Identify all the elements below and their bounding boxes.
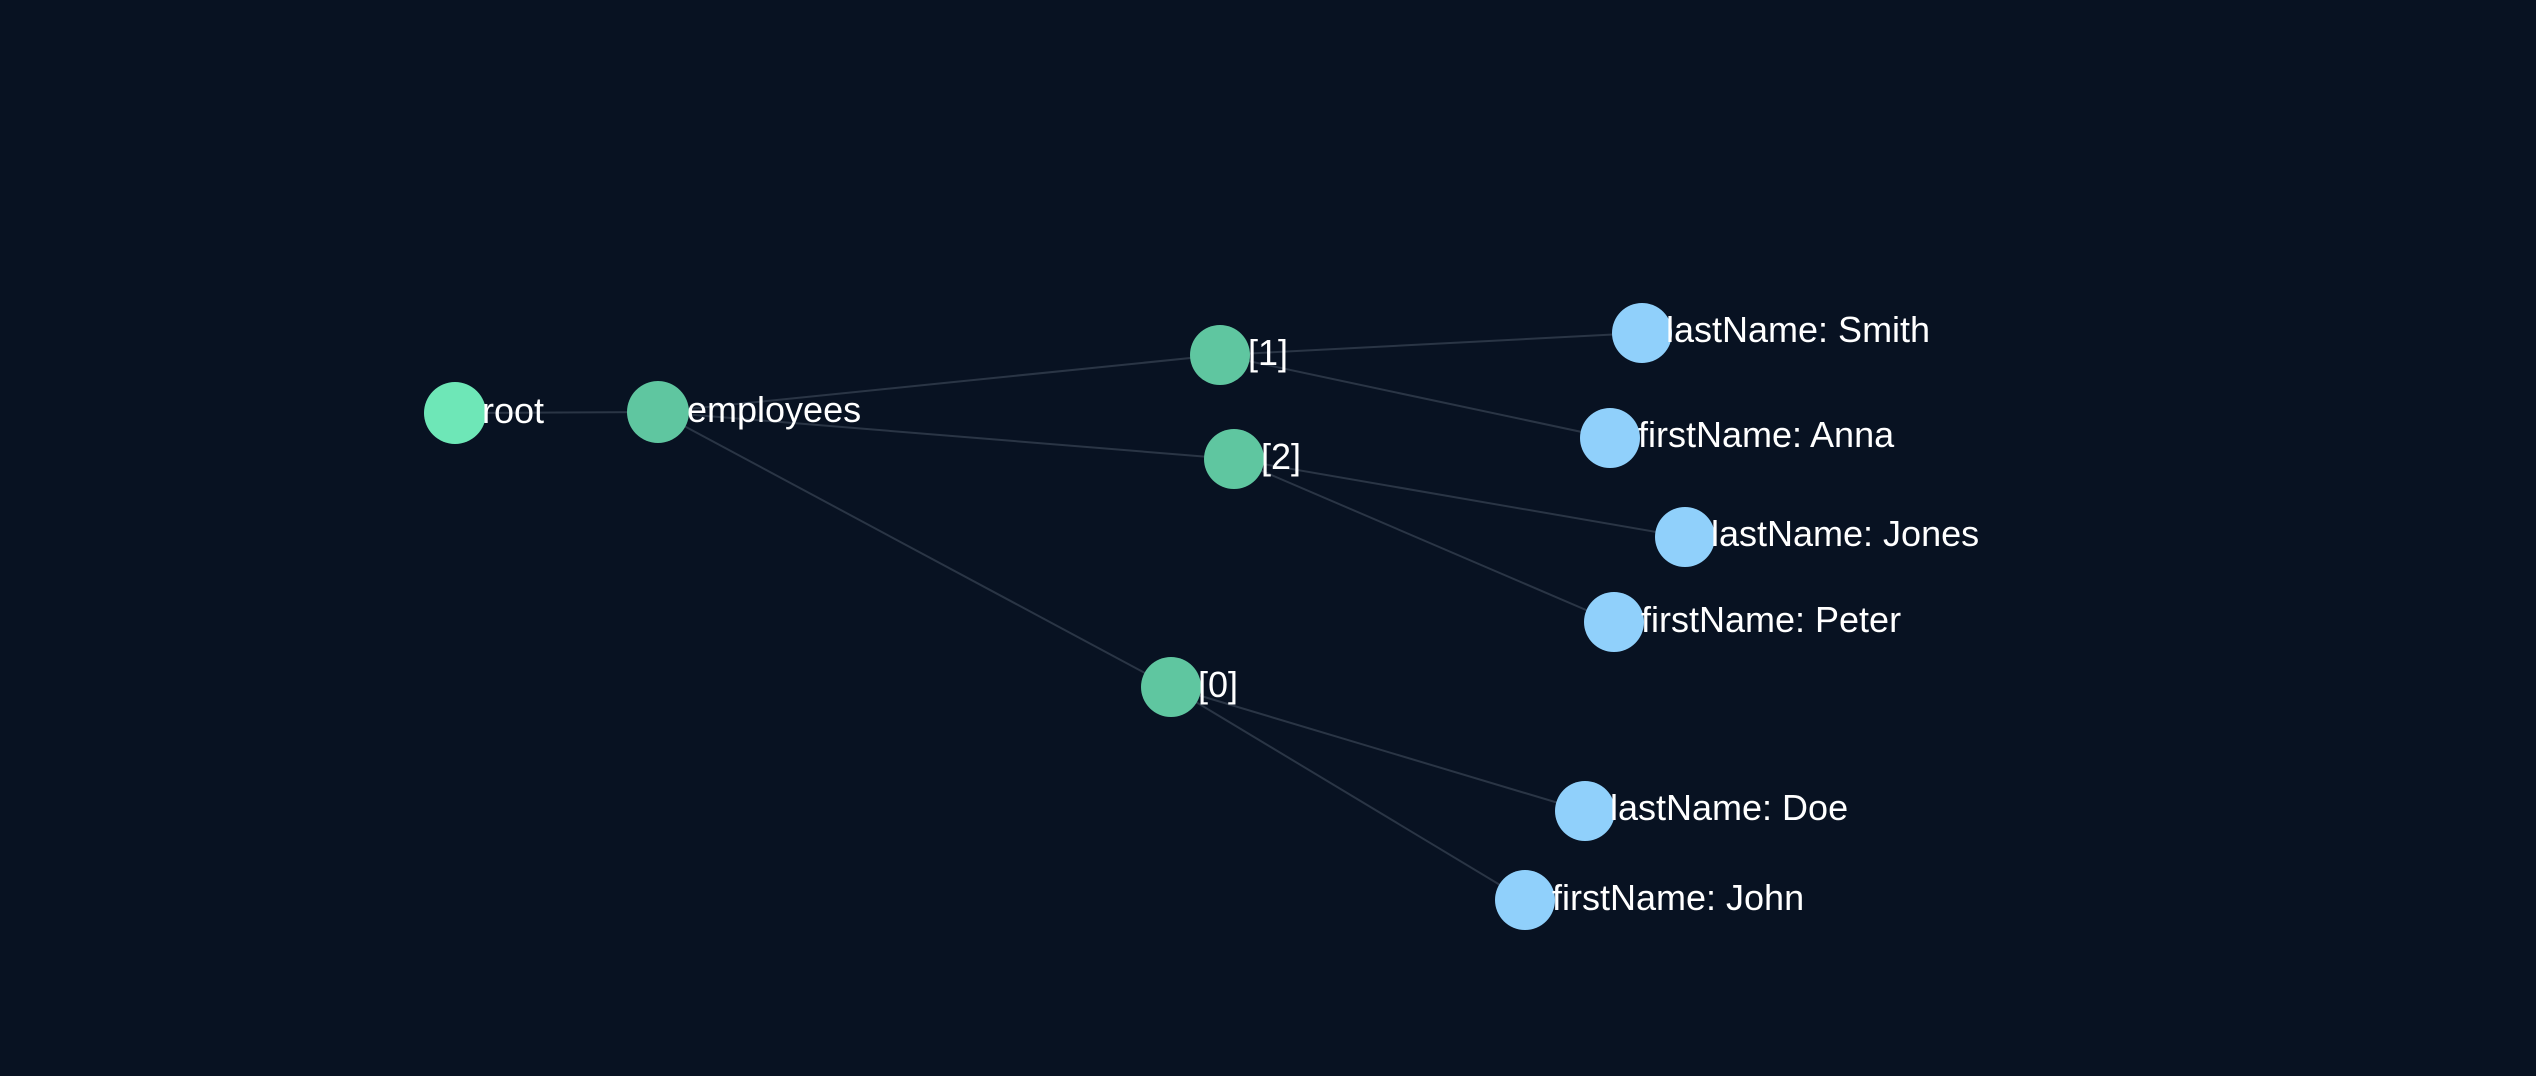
edge-item2-jones bbox=[1233, 458, 1686, 538]
edge-item0-doe bbox=[1170, 686, 1586, 812]
node-circle-item0[interactable] bbox=[1141, 657, 1201, 717]
node-item1[interactable]: [1] bbox=[1190, 325, 1288, 385]
node-label-employees: employees bbox=[687, 389, 861, 430]
node-root[interactable]: root bbox=[424, 382, 544, 444]
edges-layer bbox=[454, 332, 1686, 901]
node-circle-root[interactable] bbox=[424, 382, 486, 444]
node-circle-item2[interactable] bbox=[1204, 429, 1264, 489]
node-smith[interactable]: lastName: Smith bbox=[1612, 303, 1930, 363]
edge-item1-anna bbox=[1219, 354, 1611, 439]
node-peter[interactable]: firstName: Peter bbox=[1584, 592, 1901, 652]
node-employees[interactable]: employees bbox=[627, 381, 861, 443]
node-doe[interactable]: lastName: Doe bbox=[1555, 781, 1848, 841]
nodes-layer: root employees [1] [2] [0] lastName: Smi… bbox=[424, 303, 1979, 930]
node-label-item2: [2] bbox=[1261, 436, 1301, 477]
edge-root-employees bbox=[454, 411, 659, 414]
node-circle-anna[interactable] bbox=[1580, 408, 1640, 468]
edge-item1-smith bbox=[1219, 332, 1643, 356]
edge-item2-peter bbox=[1233, 458, 1615, 623]
edge-employees-item2 bbox=[657, 411, 1235, 460]
node-john[interactable]: firstName: John bbox=[1495, 870, 1804, 930]
node-label-item1: [1] bbox=[1248, 332, 1288, 373]
node-item2[interactable]: [2] bbox=[1204, 429, 1301, 489]
node-circle-john[interactable] bbox=[1495, 870, 1555, 930]
edge-employees-item1 bbox=[657, 354, 1221, 413]
node-label-anna: firstName: Anna bbox=[1638, 414, 1895, 455]
node-jones[interactable]: lastName: Jones bbox=[1655, 507, 1979, 567]
node-circle-peter[interactable] bbox=[1584, 592, 1644, 652]
node-circle-doe[interactable] bbox=[1555, 781, 1615, 841]
node-label-peter: firstName: Peter bbox=[1641, 599, 1901, 640]
node-circle-jones[interactable] bbox=[1655, 507, 1715, 567]
node-anna[interactable]: firstName: Anna bbox=[1580, 408, 1895, 468]
node-circle-smith[interactable] bbox=[1612, 303, 1672, 363]
node-item0[interactable]: [0] bbox=[1141, 657, 1238, 717]
edge-employees-item0 bbox=[657, 411, 1172, 688]
node-label-smith: lastName: Smith bbox=[1666, 309, 1930, 350]
node-label-john: firstName: John bbox=[1552, 877, 1804, 918]
node-circle-employees[interactable] bbox=[627, 381, 689, 443]
node-label-jones: lastName: Jones bbox=[1711, 513, 1979, 554]
node-label-root: root bbox=[482, 390, 544, 431]
node-label-item0: [0] bbox=[1198, 664, 1238, 705]
node-label-doe: lastName: Doe bbox=[1610, 787, 1848, 828]
node-circle-item1[interactable] bbox=[1190, 325, 1250, 385]
edge-item0-john bbox=[1170, 686, 1526, 901]
